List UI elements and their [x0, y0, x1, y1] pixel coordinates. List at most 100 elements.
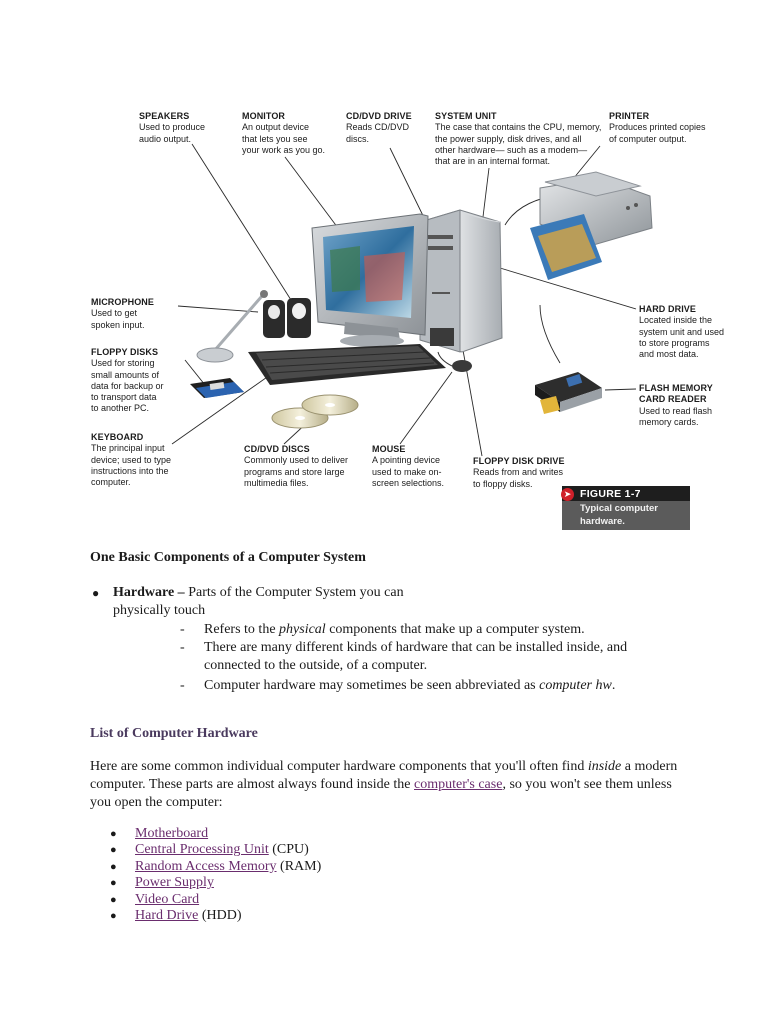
callout-description: Reads from and writes to floppy disks.	[473, 467, 564, 489]
microphone-image	[196, 290, 268, 363]
motherboard-link[interactable]: Motherboard	[135, 826, 209, 841]
callout-flash-memory-card-reader: FLASH MEMORY CARD READER Used to read fl…	[639, 383, 713, 428]
floppy-disks-image	[190, 378, 244, 398]
hardware-definition: Hardware – Parts of the Computer System …	[113, 584, 404, 602]
intro-emphasis: inside	[587, 759, 622, 774]
callout-description: Produces printed copies of computer outp…	[609, 122, 706, 144]
cpu-link[interactable]: Central Processing Unit	[135, 842, 269, 858]
callout-description: Commonly used to deliver programs and st…	[244, 455, 349, 488]
callout-description: Used for storing small amounts of data f…	[91, 358, 164, 414]
video-card-link[interactable]: Video Card	[135, 891, 200, 907]
bullet-icon: ●	[110, 909, 117, 922]
intro-line-2: computer. These parts are almost always …	[90, 776, 672, 794]
point-text: .	[611, 678, 616, 693]
list-item: ● Central Processing Unit (CPU)	[110, 842, 321, 858]
callout-cd-dvd-drive: CD/DVD DRIVE Reads CD/DVD discs.	[346, 111, 412, 145]
callout-description: The case that contains the CPU, memory, …	[435, 122, 602, 167]
hard-drive-link[interactable]: Hard Drive	[135, 907, 199, 923]
callout-title: SPEAKERS	[139, 111, 190, 121]
speakers-image	[263, 298, 311, 338]
list-item: ● Power Supply	[110, 875, 321, 891]
arrow-icon: ➤	[561, 488, 574, 501]
callout-printer: PRINTER Produces printed copies of compu…	[609, 111, 706, 145]
callout-system-unit: SYSTEM UNIT The case that contains the C…	[435, 111, 601, 167]
callout-description: A pointing device used to make on- scree…	[372, 455, 445, 488]
intro-text: Here are some common individual computer…	[90, 759, 588, 774]
callout-description: Used to get spoken input.	[91, 308, 145, 330]
item-suffix: (HDD)	[198, 907, 242, 923]
power-supply-link[interactable]: Power Supply	[135, 875, 214, 891]
bullet-icon: ●	[92, 586, 100, 600]
item-suffix: (CPU)	[268, 842, 309, 858]
callout-mouse: MOUSE A pointing device used to make on-…	[372, 444, 444, 489]
callout-title: HARD DRIVE	[639, 304, 697, 314]
callout-title: SYSTEM UNIT	[435, 111, 497, 121]
callout-keyboard: KEYBOARD The principal input device; use…	[91, 432, 171, 488]
dash-marker: -	[180, 640, 185, 655]
point-text: Computer hardware may sometimes be seen …	[204, 678, 540, 693]
figure-number: FIGURE 1-7	[580, 488, 641, 500]
figure-badge: ➤ FIGURE 1-7 Typical computer hardware.	[561, 486, 690, 530]
callout-floppy-disks: FLOPPY DISKS Used for storing small amou…	[91, 347, 164, 415]
cd-discs-image	[271, 394, 359, 429]
hardware-def-line2: physically touch	[113, 603, 206, 618]
intro-text: a modern	[621, 759, 678, 774]
item-suffix: (RAM)	[276, 858, 322, 874]
ram-link[interactable]: Random Access Memory	[135, 858, 277, 874]
callout-cd-dvd-discs: CD/DVD DISCS Commonly used to deliver pr…	[244, 444, 348, 489]
hardware-point-2: There are many different kinds of hardwa…	[204, 640, 628, 655]
callout-speakers: SPEAKERS Used to produce audio output.	[139, 111, 205, 145]
figure-caption-box: Typical computer hardware.	[562, 501, 690, 530]
point-emphasis: computer hw	[539, 678, 612, 693]
list-item: ● Random Access Memory (RAM)	[110, 859, 321, 875]
callout-hard-drive: HARD DRIVE Located inside the system uni…	[639, 304, 724, 360]
point-text: Refers to the	[204, 622, 280, 637]
callout-title: MONITOR	[242, 111, 286, 121]
keyboard-image	[248, 344, 446, 385]
callout-floppy-disk-drive: FLOPPY DISK DRIVE Reads from and writes …	[473, 456, 565, 490]
callout-description: Used to read flash memory cards.	[639, 405, 713, 427]
dash-marker: -	[180, 622, 185, 637]
card-reader-image	[535, 372, 602, 414]
bullet-icon: ●	[110, 877, 117, 890]
callout-title: CD/DVD DISCS	[244, 444, 310, 454]
callout-title: CD/DVD DRIVE	[346, 111, 412, 121]
leader-lines	[171, 143, 637, 457]
list-item: ● Motherboard	[110, 826, 321, 842]
list-item: ●Video Card	[110, 892, 321, 908]
callout-description: The principal input device; used to type…	[91, 443, 172, 488]
dash-marker: -	[180, 678, 185, 693]
bullet-icon: ●	[110, 860, 117, 873]
intro-text: computer. These parts are almost always …	[90, 777, 414, 792]
hardware-illustration	[171, 143, 653, 457]
computers-case-link[interactable]: computer's case	[414, 777, 503, 792]
hardware-point-1: Refers to the physical components that m…	[204, 621, 585, 639]
list-heading: List of Computer Hardware	[90, 726, 258, 741]
callout-description: An output device that lets you see your …	[242, 122, 326, 155]
hardware-figure: SPEAKERS Used to produce audio output. M…	[91, 111, 724, 530]
callout-title: KEYBOARD	[91, 432, 144, 442]
point-emphasis: physical	[279, 622, 326, 637]
bullet-icon: ●	[110, 844, 117, 857]
callout-title: FLOPPY DISKS	[91, 347, 159, 357]
hardware-point-3: Computer hardware may sometimes be seen …	[204, 677, 615, 695]
callout-title: FLOPPY DISK DRIVE	[473, 456, 565, 466]
hardware-term: Hardware –	[113, 585, 185, 600]
hardware-list: ● Motherboard ● Central Processing Unit (C…	[110, 826, 321, 924]
callout-description: Reads CD/DVD discs.	[346, 122, 410, 144]
figure-caption: Typical computer hardware.	[580, 503, 658, 527]
callout-description: Located inside the system unit and used …	[639, 315, 725, 360]
list-item: ● Hard Drive (HDD)	[110, 908, 321, 924]
callout-monitor: MONITOR An output device that lets you s…	[242, 111, 325, 156]
callout-title: FLASH MEMORY CARD READER	[639, 383, 713, 405]
section-heading: One Basic Components of a Computer Syste…	[90, 550, 366, 565]
mouse-image	[437, 351, 472, 372]
intro-text: , so you won't see them unless	[502, 777, 672, 792]
hardware-def-line1: Parts of the Computer System you can	[184, 585, 404, 600]
intro-line-1: Here are some common individual computer…	[90, 758, 677, 776]
hardware-point-2-cont: connected to the outside, of a computer.	[204, 658, 428, 673]
callout-microphone: MICROPHONE Used to get spoken input.	[91, 297, 154, 331]
callout-title: PRINTER	[609, 111, 650, 121]
callout-title: MICROPHONE	[91, 297, 155, 307]
bullet-icon: ●	[110, 828, 117, 840]
